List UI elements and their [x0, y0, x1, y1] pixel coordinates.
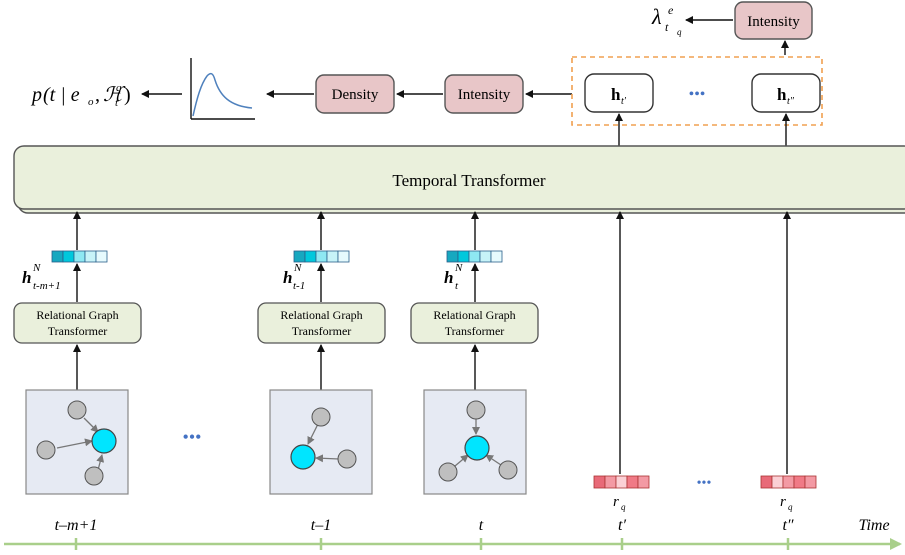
svg-text:q: q — [788, 502, 793, 512]
svg-text:,: , — [95, 84, 100, 106]
hN-label-2: h N t-1 — [283, 262, 305, 292]
density-curve-plot — [190, 58, 255, 120]
time-label-t-m-plus-1: t–m+1 — [55, 517, 98, 534]
svg-text:r: r — [613, 494, 619, 510]
svg-text:ℋ: ℋ — [103, 84, 126, 106]
timeline-ticks — [74, 538, 790, 550]
time-label-t-minus-1: t–1 — [311, 517, 331, 534]
svg-text:h: h — [22, 268, 31, 287]
svg-text:h: h — [611, 85, 621, 104]
svg-text:Intensity: Intensity — [747, 14, 800, 30]
time-label-t-prime: t′ — [618, 517, 626, 534]
relational-graph-transformer-3: Relational Graph Transformer — [410, 302, 539, 344]
svg-text:t″: t″ — [787, 96, 795, 107]
svg-text:N: N — [454, 262, 463, 274]
time-label-t: t — [479, 517, 484, 534]
svg-text:Temporal Transformer: Temporal Transformer — [392, 171, 546, 190]
svg-text:t-m+1: t-m+1 — [33, 280, 61, 292]
embedding-vector-2 — [293, 250, 350, 263]
intensity-box-top: Intensity — [734, 1, 813, 40]
time-label-t-double-prime: t″ — [782, 517, 793, 534]
query-ellipsis: ••• — [697, 476, 712, 491]
graph-snapshot-2 — [269, 389, 373, 495]
temporal-transformer-block: Temporal Transformer — [13, 145, 905, 214]
svg-text:Intensity: Intensity — [458, 87, 511, 103]
svg-text:(t | e: (t | e — [43, 84, 80, 106]
svg-text:p: p — [30, 84, 42, 106]
time-axis-label: Time — [858, 517, 889, 534]
svg-text:N: N — [293, 262, 302, 274]
svg-text:t′: t′ — [621, 96, 627, 107]
hN-label-3: h N t — [444, 262, 463, 292]
hidden-states-group — [571, 56, 823, 126]
svg-text:t-1: t-1 — [293, 280, 305, 292]
hidden-state-t-prime: h t′ — [584, 73, 654, 113]
intensity-output-label: λ e t q — [651, 3, 682, 37]
intensity-box-middle: Intensity — [444, 74, 524, 114]
svg-text:Transformer: Transformer — [48, 324, 108, 338]
density-expression: p (t | e o , ℋ q t ) — [30, 82, 131, 109]
hidden-state-ellipsis: ••• — [689, 86, 706, 103]
relational-graph-transformer-2: Relational Graph Transformer — [257, 302, 386, 344]
svg-text:q: q — [677, 27, 682, 37]
density-box: Density — [315, 74, 395, 114]
rq-label-1: r q — [613, 494, 626, 512]
embedding-vector-3 — [446, 250, 503, 263]
svg-text:q: q — [621, 502, 626, 512]
svg-text:λ: λ — [651, 4, 662, 29]
svg-text:Relational Graph: Relational Graph — [36, 308, 118, 322]
hidden-state-t-double-prime: h t″ — [751, 73, 821, 113]
svg-text:Relational Graph: Relational Graph — [280, 308, 362, 322]
svg-text:Transformer: Transformer — [292, 324, 352, 338]
svg-text:h: h — [283, 268, 292, 287]
relational-graph-transformer-1: Relational Graph Transformer — [13, 302, 142, 344]
svg-text:h: h — [444, 268, 453, 287]
svg-text:h: h — [777, 85, 787, 104]
svg-text:t: t — [455, 280, 459, 292]
svg-text:t: t — [665, 20, 669, 34]
svg-text:t: t — [115, 97, 119, 109]
timeline-labels: t–m+1 t–1 t t′ t″ Time — [55, 517, 890, 534]
embedding-vector-1 — [51, 250, 108, 263]
svg-text:r: r — [780, 494, 786, 510]
svg-text:e: e — [668, 3, 674, 17]
rq-label-2: r q — [780, 494, 793, 512]
graph-snapshot-1 — [25, 389, 129, 495]
hN-label-1: h N t-m+1 — [22, 262, 61, 292]
svg-text:): ) — [124, 84, 131, 106]
query-relation-vector-2 — [760, 475, 817, 489]
graph-snapshot-3 — [423, 389, 527, 495]
query-relation-vector-1 — [593, 475, 650, 489]
svg-text:Transformer: Transformer — [445, 324, 505, 338]
svg-text:q: q — [116, 82, 122, 94]
svg-text:Density: Density — [332, 87, 379, 103]
graph-ellipsis: ••• — [183, 427, 202, 447]
svg-text:Relational Graph: Relational Graph — [433, 308, 515, 322]
svg-text:N: N — [32, 262, 41, 274]
svg-text:o: o — [88, 96, 94, 108]
